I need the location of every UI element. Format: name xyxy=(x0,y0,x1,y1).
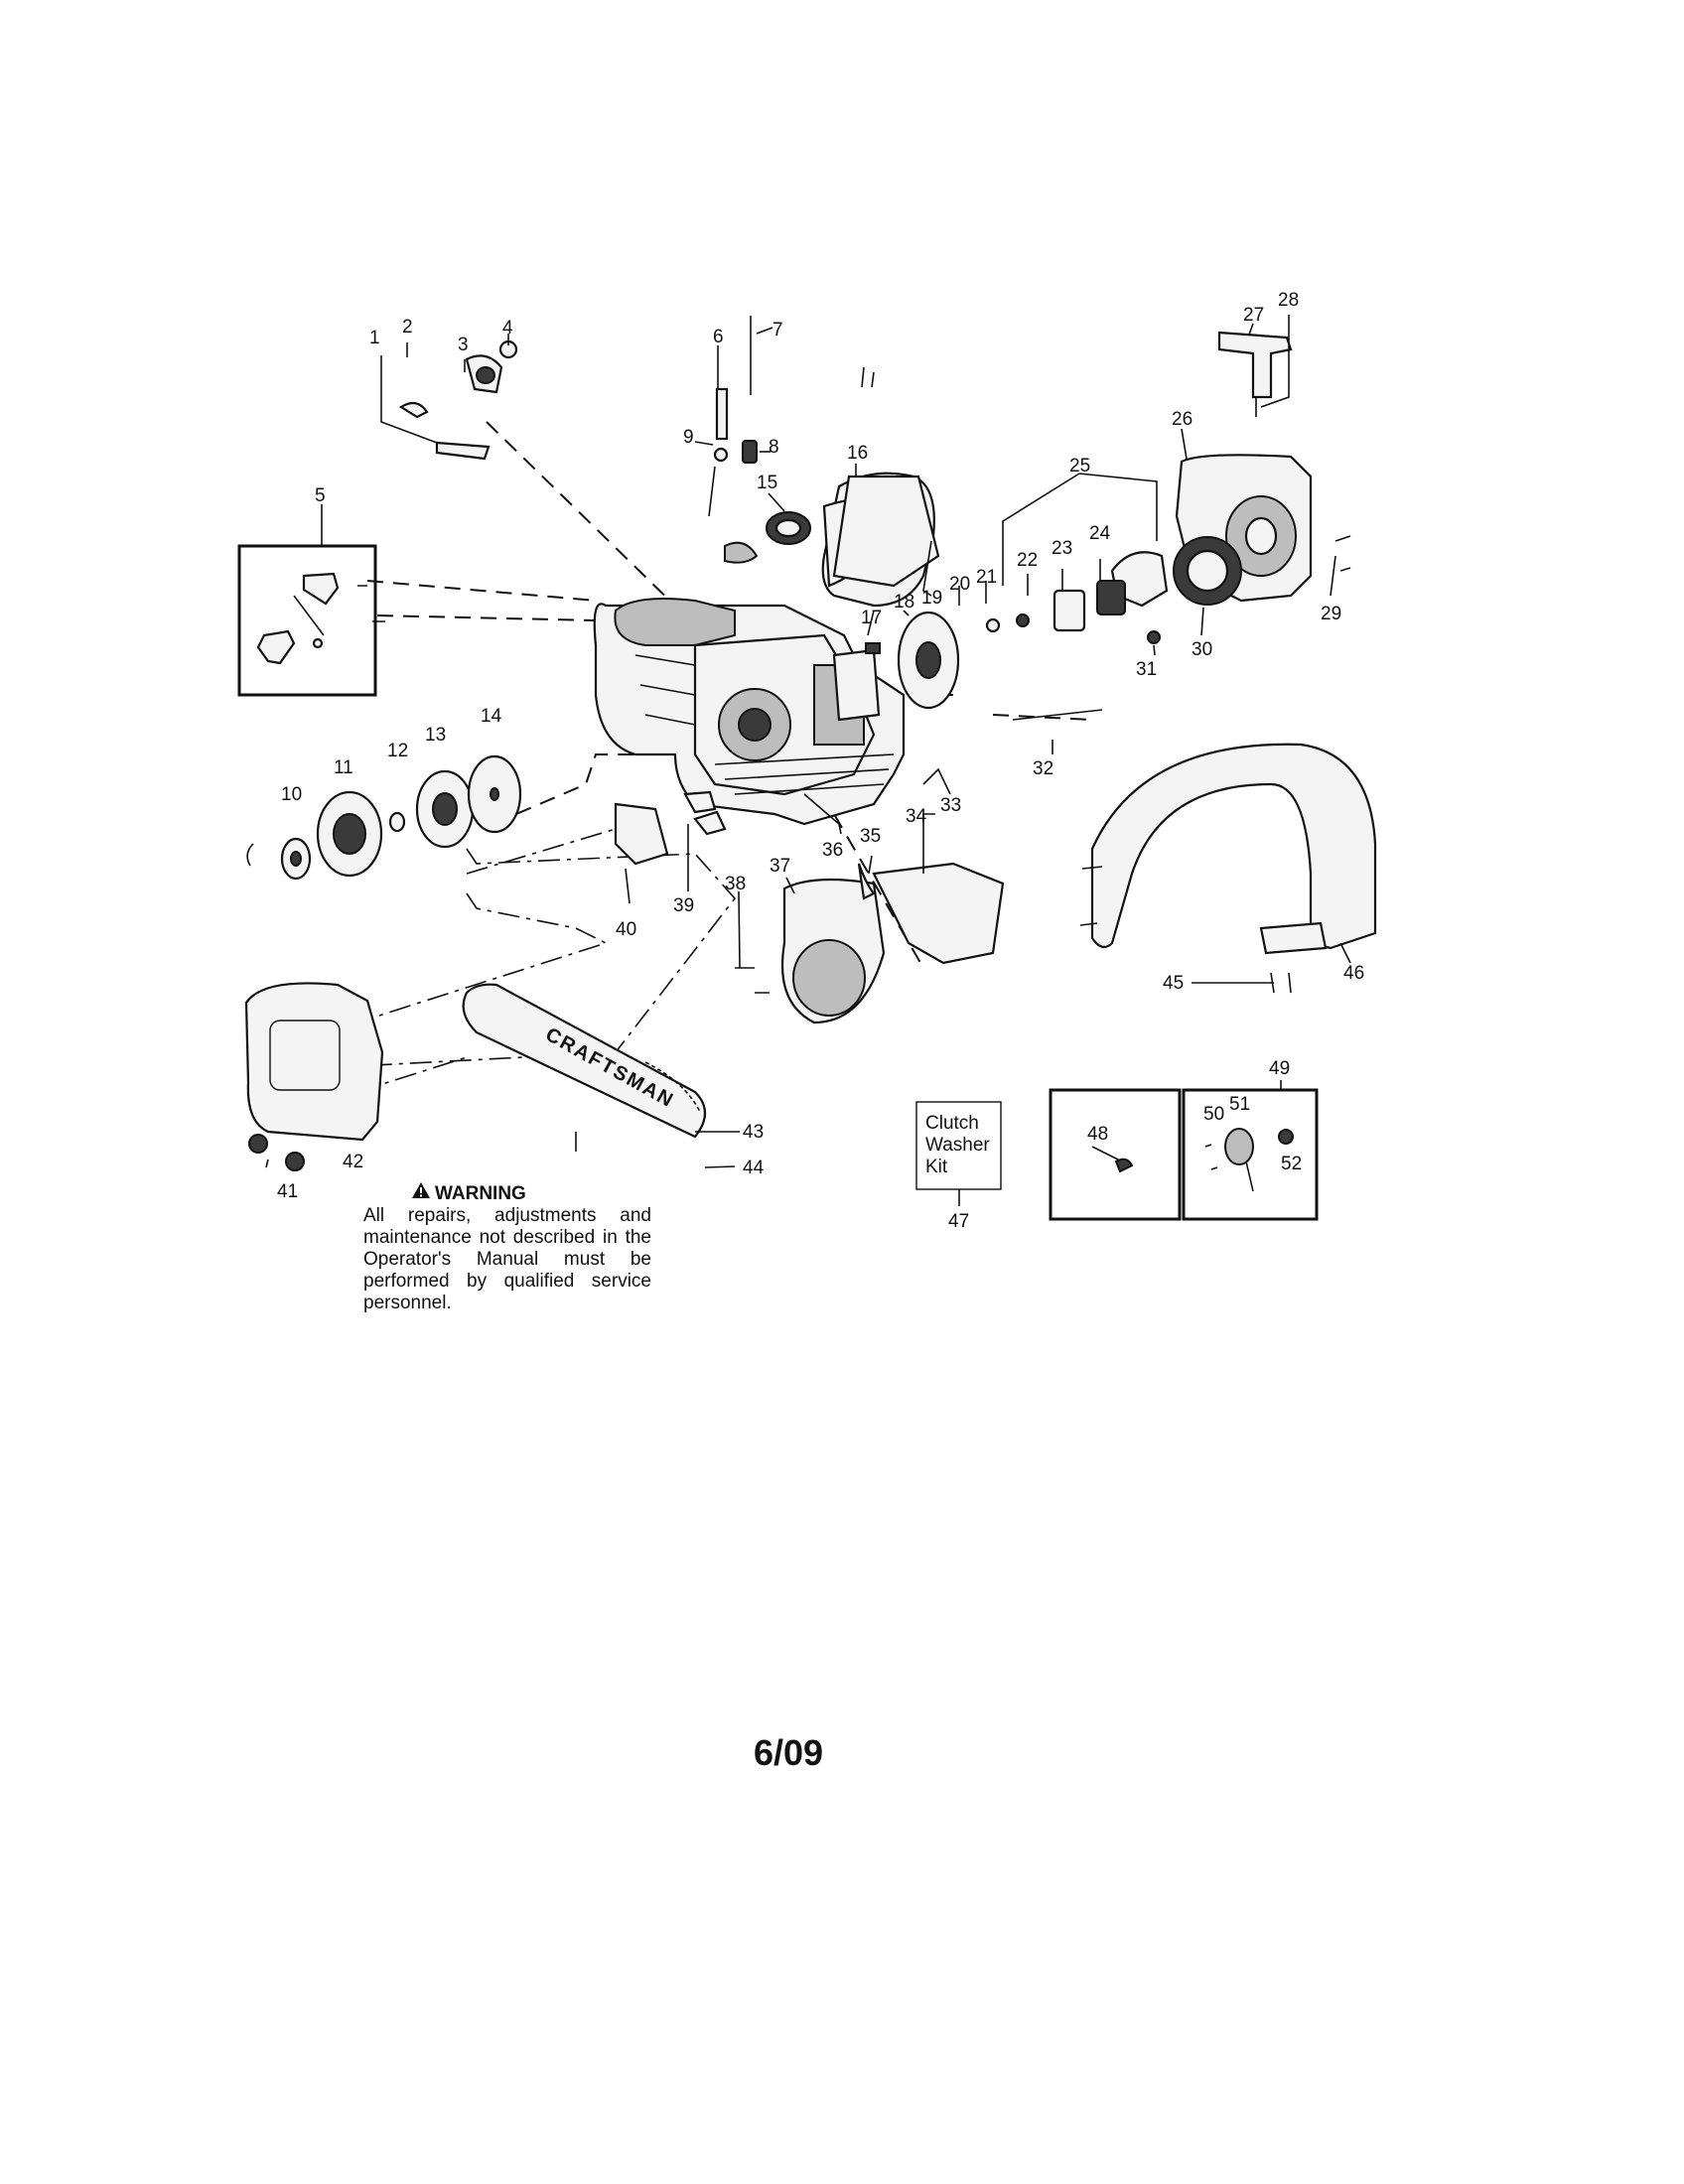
kit-label-line-1: Clutch xyxy=(925,1113,979,1134)
callout-38: 38 xyxy=(725,874,746,894)
callout-30: 30 xyxy=(1192,639,1212,660)
bar-and-chain: CRAFTSMAN xyxy=(244,982,707,1171)
trigger-kit-box xyxy=(237,544,385,697)
warning-triangle-icon xyxy=(411,1181,431,1205)
callout-35: 35 xyxy=(860,826,881,847)
callout-26: 26 xyxy=(1172,409,1193,430)
callout-47: 47 xyxy=(948,1211,969,1232)
throttle-parts xyxy=(398,340,518,461)
callout-48: 48 xyxy=(1087,1124,1108,1145)
callout-43: 43 xyxy=(743,1122,764,1143)
callout-37: 37 xyxy=(770,856,790,877)
warning-text: All repairs, adjustments and maintenance… xyxy=(363,1205,651,1313)
leader-lines xyxy=(265,315,1351,1168)
callout-20: 20 xyxy=(949,574,970,595)
callout-25: 25 xyxy=(1069,456,1090,477)
clutch-washer-kit-label: Clutch Washer Kit xyxy=(925,1113,1005,1178)
callout-17: 17 xyxy=(861,608,882,628)
callout-10: 10 xyxy=(281,784,302,805)
callout-13: 13 xyxy=(425,725,446,746)
callout-9: 9 xyxy=(683,427,694,448)
callout-41: 41 xyxy=(277,1181,298,1202)
callout-11: 11 xyxy=(334,757,353,778)
callout-36: 36 xyxy=(822,840,843,861)
callout-18: 18 xyxy=(894,592,914,613)
callout-33: 33 xyxy=(940,795,961,816)
flywheel xyxy=(832,475,1103,721)
callout-27: 27 xyxy=(1243,305,1264,326)
callout-16: 16 xyxy=(847,443,868,464)
engine-housing xyxy=(593,597,906,826)
callout-34: 34 xyxy=(906,806,927,827)
callout-3: 3 xyxy=(458,335,469,355)
callout-5: 5 xyxy=(315,485,326,506)
callout-1: 1 xyxy=(369,328,380,348)
callout-50: 50 xyxy=(1203,1104,1224,1125)
callout-40: 40 xyxy=(616,919,636,940)
callout-44: 44 xyxy=(743,1158,765,1178)
callout-4: 4 xyxy=(502,318,513,339)
callout-39: 39 xyxy=(673,895,694,916)
callout-15: 15 xyxy=(757,473,777,493)
callout-numbers: 1 2 3 4 5 6 7 8 9 10 11 12 13 14 15 16 1… xyxy=(277,290,1364,1232)
callout-22: 22 xyxy=(1017,550,1038,571)
callout-52: 52 xyxy=(1281,1154,1302,1174)
kit-label-line-3: Kit xyxy=(925,1157,948,1177)
callout-12: 12 xyxy=(387,741,408,761)
callout-14: 14 xyxy=(481,706,502,727)
chain-brake-group xyxy=(614,743,1377,1024)
oil-pump-kit-boxes xyxy=(1049,1088,1319,1221)
kit-label-line-2: Washer xyxy=(925,1135,990,1156)
callout-6: 6 xyxy=(713,327,724,347)
callout-21: 21 xyxy=(976,567,997,588)
callout-8: 8 xyxy=(769,437,779,458)
callout-29: 29 xyxy=(1321,604,1341,624)
callout-23: 23 xyxy=(1052,538,1072,559)
callout-31: 31 xyxy=(1136,659,1157,680)
callout-45: 45 xyxy=(1163,973,1184,994)
callout-46: 46 xyxy=(1343,963,1364,984)
callout-28: 28 xyxy=(1278,290,1299,311)
callout-51: 51 xyxy=(1229,1094,1250,1115)
callout-7: 7 xyxy=(772,320,783,341)
callout-24: 24 xyxy=(1089,523,1111,544)
clutch-washer-kit-box xyxy=(915,1101,1002,1206)
warning-notice: WARNING All repairs, adjustments and mai… xyxy=(363,1181,651,1314)
callout-42: 42 xyxy=(343,1152,363,1172)
callout-49: 49 xyxy=(1269,1058,1290,1079)
warning-title: WARNING xyxy=(363,1181,651,1205)
clutch-group xyxy=(246,754,522,881)
page-number: 6/09 xyxy=(754,1732,824,1773)
callout-2: 2 xyxy=(402,317,413,338)
warning-title-text: WARNING xyxy=(435,1183,526,1204)
callout-19: 19 xyxy=(921,588,942,609)
recoil-starter-parts xyxy=(985,331,1351,644)
callout-32: 32 xyxy=(1033,758,1053,779)
